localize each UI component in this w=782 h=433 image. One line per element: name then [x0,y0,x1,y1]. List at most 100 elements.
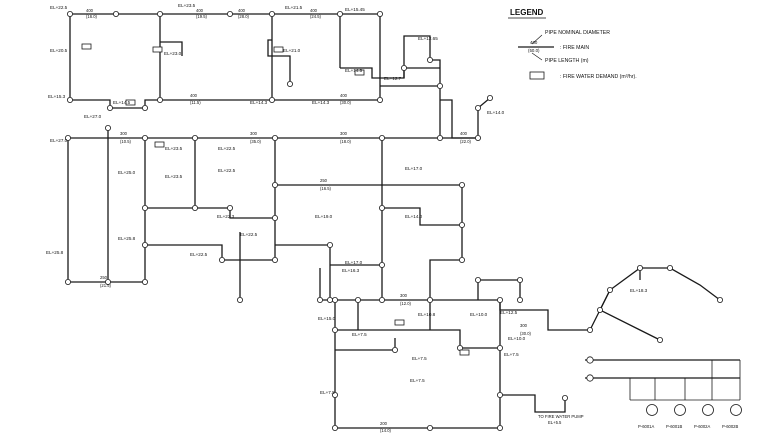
hydrant-node [426,424,433,431]
elevation-label: EL+14.0 [405,214,423,219]
elevation-label: EL+10.0 [508,336,526,341]
elevation-label: EL+17.0 [405,166,423,171]
hydrant-node [316,296,323,303]
hydrant-node [218,256,225,263]
hydrant-node [637,264,644,271]
hydrant-node [496,344,503,351]
elevation-label: EL+7.5 [504,352,519,357]
elevation-label: EL+25.8 [118,236,136,241]
elevation-label: EL+7.5 [320,390,335,395]
elevation-label: EL+21.5 [285,5,303,10]
pump-label: P-6001A [638,424,655,429]
elevation-label: EL+23.5 [165,174,183,179]
hydrant-node [271,181,278,188]
hydrant-node [486,95,493,102]
elevation-label: EL+17.0 [345,260,363,265]
elevation-label: EL+10.8 [418,312,436,317]
elevation-label: EL+21.0 [283,48,301,53]
demand-box [273,46,284,53]
hydrant-node [587,326,594,333]
upper-loop [69,13,441,109]
pump-manifold: P-6001A P-6001B P-6002A P-6002B [585,356,742,429]
elevation-label: EL+15.45 [345,7,365,12]
hydrant-node [426,57,433,64]
hydrant-node [331,296,338,303]
pipe-length-tag: (10.5) [120,139,132,144]
pipe-size-tag: 400 [460,131,468,136]
lower-loop [320,279,590,429]
pipe-length-tag: (30.0) [340,100,352,105]
pipe-size-tag: 400 [196,8,204,13]
hydrant-node [496,296,503,303]
elevation-label: EL+7.5 [352,332,367,337]
legend-sample-diameter: 400 [530,40,538,45]
pipe-size-tag: 200 [380,421,388,426]
demand-boxes [81,43,470,356]
hydrant-node [141,241,148,248]
pipe-size-tag: 300 [340,131,348,136]
elevation-label: EL+22.3 [217,214,235,219]
elevation-label: EL+22.5 [50,5,68,10]
elevation-label: EL+18.3 [630,288,648,293]
manifold-node [586,356,594,364]
elevation-label: EL+22.5 [218,168,236,173]
pump-label: P-6002B [722,424,739,429]
pipe-size-tag: 400 [340,93,348,98]
pipe-size-tag: 400 [238,8,246,13]
hydrant-node [113,10,120,17]
hydrant-node [378,296,385,303]
pipe-length-tag: (12.0) [400,301,412,306]
pump-symbol [730,404,742,416]
hydrant-node [436,134,443,141]
hydrant-node [354,296,361,303]
elevation-label: EL+16.3 [342,268,360,273]
demand-box [394,319,405,326]
pipe-length-tag: (22.0) [460,139,472,144]
hydrant-node [336,10,343,17]
pipe-length-tag: (11.5) [190,100,201,105]
pipe-length-tag: (24.5) [310,14,322,19]
elevation-label: EL+10.0 [470,312,488,317]
hydrant-node [271,134,278,141]
hydrant-node [67,97,74,104]
elevation-label: EL+12.65 [418,36,438,41]
demand-box [152,46,163,53]
hydrant-node [141,105,148,112]
hydrant-node [331,424,338,431]
hydrant-node [496,424,503,431]
elevation-label: EL+14.5 [345,68,363,73]
hydrant-node [326,296,333,303]
elevation-label: EL+14.0 [487,110,505,115]
hydrant-node [400,65,407,72]
hydrant-nodes [65,10,724,431]
elevation-label: EL+15.3 [48,94,66,99]
hydrant-node [141,278,148,285]
hydrant-node [458,181,465,188]
hydrant-node [65,278,72,285]
hydrant-node [717,296,724,303]
hydrant-node [191,204,198,211]
hydrant-node [268,97,275,104]
elevation-label: EL+7.5 [412,356,427,361]
hydrant-node [105,278,112,285]
hydrant-node [458,221,465,228]
elevation-label: EL+27.0 [84,114,102,119]
pipe-size-tag: 300 [120,131,128,136]
hydrant-node [496,391,503,398]
hydrant-node [376,10,383,17]
hydrant-node [236,296,243,303]
pump-label: P-6002A [694,424,711,429]
pump-note-text: TO FIRE WATER PUMP [538,414,584,419]
pump-label: P-6001B [666,424,683,429]
hydrant-node [657,336,664,343]
pipe-length-tag: (16.5) [320,186,332,191]
hydrant-node [517,296,524,303]
demand-box [354,69,365,76]
elevation-label: EL+23.5 [165,146,183,151]
pipe-size-tag: 300 [400,293,408,298]
demand-box [125,99,136,106]
hydrant-node [271,256,278,263]
hydrant-node [458,256,465,263]
elevation-label: EL+23.5 [178,3,196,8]
